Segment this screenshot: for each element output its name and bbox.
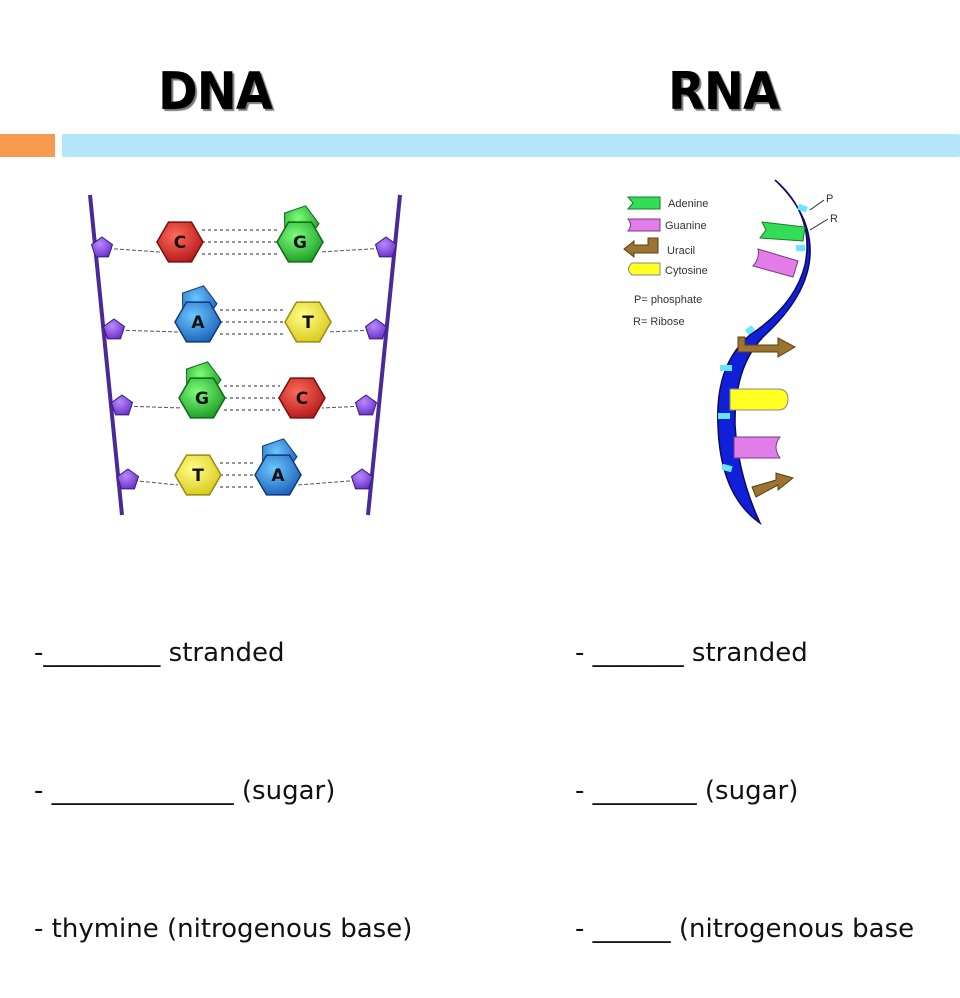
sugar-left — [90, 236, 114, 258]
legend-cytosine: Cytosine — [665, 265, 708, 277]
base-G — [178, 377, 226, 419]
rna-note-base: - ______ (nitrogenous base — [575, 914, 915, 944]
rna-uracil-2 — [751, 472, 795, 498]
rna-diagram: Adenine Guanine Uracil Cytosine P= phosp… — [623, 179, 838, 526]
sugar-left — [116, 468, 140, 490]
rna-notes: - _______ stranded - ________ (sugar) - … — [575, 538, 914, 998]
rna-note-strands: - _______ stranded — [575, 638, 808, 668]
base-letter: G — [293, 233, 307, 253]
dna-note-base: - thymine (nitrogenous base) — [34, 914, 413, 944]
sugar-right — [354, 394, 378, 416]
label-r: R — [809, 213, 838, 231]
rna-legend: Adenine Guanine Uracil Cytosine P= phosp… — [623, 196, 708, 328]
rna-guanine — [752, 248, 799, 278]
adenine-tab-icon — [626, 196, 661, 210]
legend-guanine: Guanine — [665, 220, 707, 232]
legend-uracil: Uracil — [667, 245, 695, 257]
rna-adenine — [759, 221, 806, 242]
rna-backbone — [717, 179, 811, 526]
base-letter: C — [296, 389, 308, 409]
base-G — [276, 221, 324, 263]
dna-note-sugar: - ______________ (sugar) — [34, 776, 336, 806]
cytosine-tab-icon — [628, 262, 661, 276]
svg-text:P: P — [826, 193, 833, 205]
rna-uracil-1 — [737, 336, 797, 358]
dna-notes: -_________ stranded - ______________ (su… — [34, 538, 412, 998]
rna-bases — [729, 221, 806, 498]
dna-title: DNA — [158, 62, 273, 122]
uracil-tab-icon — [623, 237, 659, 259]
accent-bar-blue — [62, 134, 960, 157]
sugar-left — [102, 318, 126, 340]
base-T — [174, 454, 222, 496]
key-phosphate: P= phosphate — [634, 294, 702, 306]
base-C — [278, 377, 326, 419]
rna-title: RNA — [668, 62, 780, 122]
label-p: P — [809, 193, 833, 211]
guanine-tab-icon — [626, 218, 661, 232]
base-T — [284, 301, 332, 343]
base-letter: C — [174, 233, 186, 253]
sugar-link — [113, 329, 179, 333]
svg-text:R: R — [830, 213, 838, 225]
base-letter: A — [271, 466, 285, 486]
sugar-right — [364, 318, 388, 340]
sugar-right — [350, 468, 374, 490]
key-ribose: R= Ribose — [633, 316, 685, 328]
accent-bar-orange — [0, 134, 55, 157]
base-letter: T — [302, 313, 314, 333]
base-letter: G — [195, 389, 209, 409]
dna-note-strands: -_________ stranded — [34, 638, 285, 668]
rna-note-sugar: - ________ (sugar) — [575, 776, 799, 806]
sugar-right — [374, 236, 398, 258]
rna-cytosine — [729, 388, 789, 411]
sugar-left — [110, 394, 134, 416]
legend-adenine: Adenine — [668, 198, 708, 210]
base-letter: T — [192, 466, 204, 486]
base-C — [156, 221, 204, 263]
rna-guanine-2 — [733, 436, 782, 459]
sugar-link — [121, 405, 183, 409]
sugar-link — [297, 479, 363, 486]
base-A — [254, 454, 302, 496]
sugar-link — [319, 247, 387, 253]
base-A — [174, 301, 222, 343]
base-letter: A — [191, 313, 205, 333]
